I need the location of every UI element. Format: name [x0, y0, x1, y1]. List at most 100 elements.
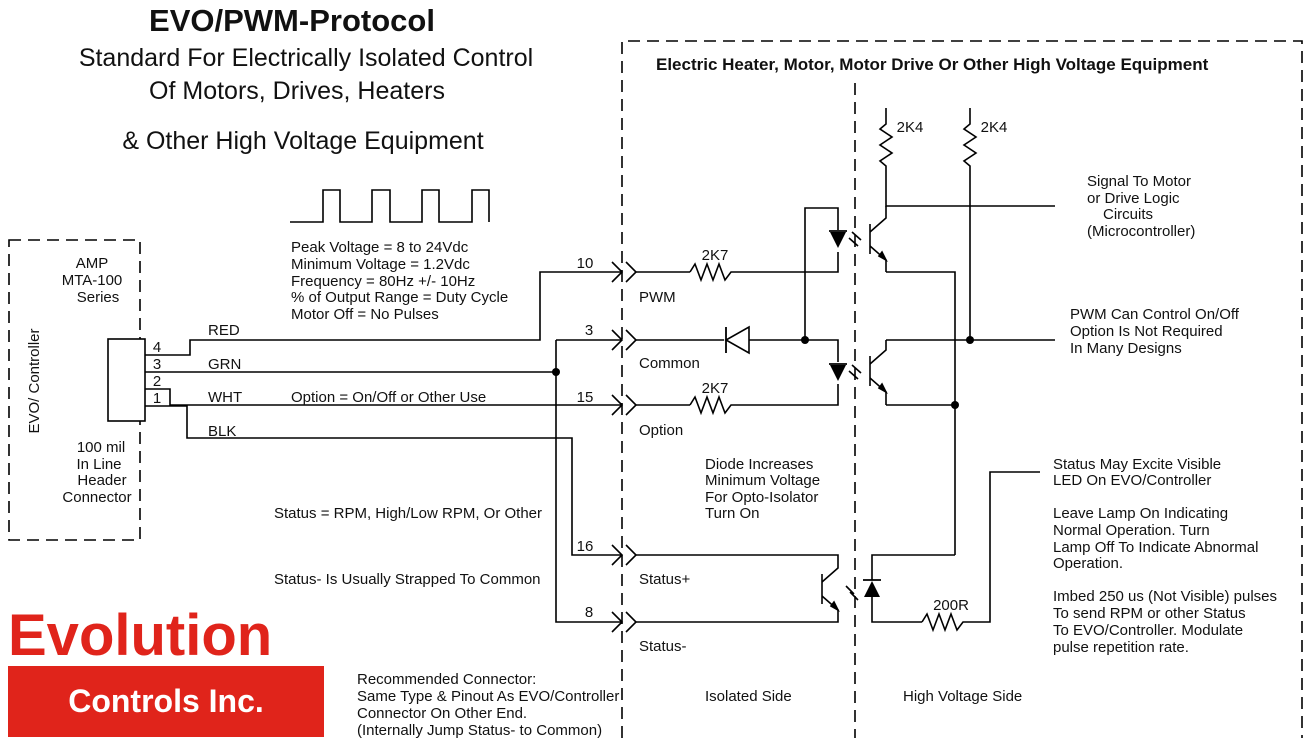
pullup-left-resistor: [878, 108, 1055, 207]
header-connector-block: [107, 338, 146, 422]
controller-header-line-3: Header: [77, 472, 126, 489]
conn-pin-8: 8: [585, 604, 593, 621]
conn-label-option: Option: [639, 422, 683, 439]
resistor-option-label: 2K7: [702, 380, 729, 397]
subtitle-line-1: Standard For Electrically Isolated Contr…: [79, 44, 533, 72]
conn-pin-15: 15: [577, 389, 594, 406]
diode-note-1: Diode Increases: [705, 456, 813, 473]
wire-label-red: RED: [208, 322, 240, 339]
controller-pin-1: 1: [153, 390, 161, 407]
controller-amp-line-3: Series: [77, 289, 120, 306]
wire-red: [145, 271, 622, 356]
resistor-status-label: 200R: [933, 597, 969, 614]
imbed-note-3: To EVO/Controller. Modulate: [1053, 622, 1243, 639]
conn-label-status-plus: Status+: [639, 571, 691, 588]
pwm-onoff-note-2: Option Is Not Required: [1070, 323, 1223, 340]
company-logo: Evolution Controls Inc.: [8, 603, 324, 737]
high-voltage-side-label: High Voltage Side: [903, 688, 1022, 705]
pwm-spec-line-3: Frequency = 80Hz +/- 10Hz: [291, 273, 475, 290]
resistor-icon-option: [689, 384, 839, 416]
subtitle-line-3: & Other High Voltage Equipment: [122, 127, 483, 155]
pwm-spec-line-1: Peak Voltage = 8 to 24Vdc: [291, 239, 469, 256]
pullup-right-label: 2K4: [981, 119, 1008, 136]
signal-note-1: Signal To Motor: [1087, 173, 1191, 190]
wire-label-wht: WHT: [208, 389, 242, 406]
page-title: EVO/PWM-Protocol: [149, 3, 435, 38]
lamp-note-4: Operation.: [1053, 555, 1123, 572]
conn-pin-16: 16: [577, 538, 594, 555]
conn-label-status-minus: Status-: [639, 638, 687, 655]
controller-vertical-label: EVO/ Controller: [26, 328, 43, 433]
diode-note-2: Minimum Voltage: [705, 472, 820, 489]
diode-note-3: For Opto-Isolator: [705, 489, 818, 506]
optocoupler-icon: [829, 230, 862, 248]
equipment-boundary: [621, 40, 1303, 738]
wire-common-bus: [555, 339, 622, 623]
wire-status-led-bottom: [871, 597, 922, 623]
square-wave-icon: [290, 189, 490, 223]
controller-header-line-2: In Line: [76, 456, 121, 473]
status-note: Status = RPM, High/Low RPM, Or Other: [274, 505, 542, 522]
wire-label-blk: BLK: [208, 423, 236, 440]
wire-led2-loop: [805, 339, 839, 362]
phototransistor-upper: [869, 206, 888, 272]
pwm-spec-line-4: % of Output Range = Duty Cycle: [291, 289, 508, 306]
pullup-right-resistor: [962, 108, 978, 340]
diode-note-4: Turn On: [705, 505, 759, 522]
controller-header-line-4: Connector: [62, 489, 131, 506]
controller-pin-2: 2: [153, 373, 161, 390]
connector-note-3: Connector On Other End.: [357, 705, 527, 722]
diode-icon: [724, 325, 750, 355]
resistor-icon: [689, 252, 839, 283]
status-led-note-2: LED On EVO/Controller: [1053, 472, 1211, 489]
equipment-header: Electric Heater, Motor, Motor Drive Or O…: [656, 55, 1209, 74]
optocoupler-icon-2: [829, 363, 862, 381]
wire-status-led-top: [871, 554, 955, 580]
status-minus-note: Status- Is Usually Strapped To Common: [274, 571, 541, 588]
junction-common: [552, 368, 560, 376]
signal-note-4: (Microcontroller): [1087, 223, 1195, 240]
signal-note-3: Circuits: [1103, 206, 1153, 223]
resistor-status: [921, 471, 1040, 633]
pwm-spec-line-2: Minimum Voltage = 1.2Vdc: [291, 256, 470, 273]
status-led-icon: [845, 579, 881, 601]
lamp-note-2: Normal Operation. Turn: [1053, 522, 1210, 539]
logo-line-2: Controls Inc.: [68, 683, 264, 719]
controller-amp-line-2: MTA-100: [62, 272, 123, 289]
controller-box: [8, 239, 141, 541]
connector-note-4: (Internally Jump Status- to Common): [357, 722, 602, 739]
pwm-onoff-note-3: In Many Designs: [1070, 340, 1182, 357]
conn-label-common: Common: [639, 355, 700, 372]
imbed-note-1: Imbed 250 us (Not Visible) pulses: [1053, 588, 1277, 605]
isolated-side-label: Isolated Side: [705, 688, 792, 705]
controller-pin-4: 4: [153, 339, 161, 356]
subtitle-line-2: Of Motors, Drives, Heaters: [149, 77, 445, 105]
wire-upper-emitter: [886, 271, 956, 555]
wire-label-grn: GRN: [208, 356, 241, 373]
conn-label-pwm: PWM: [639, 289, 676, 306]
connector-note-1: Recommended Connector:: [357, 671, 536, 688]
connector-note-2: Same Type & Pinout As EVO/Controller: [357, 688, 619, 705]
wire-led1-loop: [804, 207, 839, 340]
controller-header-line-1: 100 mil: [77, 439, 125, 456]
phototransistor-lower: [869, 340, 888, 405]
resistor-pwm-label: 2K7: [702, 247, 729, 264]
logo-banner: [8, 666, 324, 737]
pullup-left-label: 2K4: [897, 119, 924, 136]
conn-pin-10: 10: [577, 255, 594, 272]
junction-onoff: [966, 336, 974, 344]
logo-line-1: Evolution: [8, 603, 272, 668]
connector-icon: [611, 261, 638, 633]
junction-ground: [951, 401, 959, 409]
conn-pin-3: 3: [585, 322, 593, 339]
pwm-spec-line-5: Motor Off = No Pulses: [291, 306, 439, 323]
controller-pin-3: 3: [153, 356, 161, 373]
wire-wht: [145, 388, 622, 406]
imbed-note-2: To send RPM or other Status: [1053, 605, 1246, 622]
status-phototransistor: [636, 554, 840, 623]
signal-note-2: or Drive Logic: [1087, 190, 1180, 207]
imbed-note-4: pulse repetition rate.: [1053, 639, 1189, 656]
pwm-onoff-note-1: PWM Can Control On/Off: [1070, 306, 1240, 323]
status-led-note-1: Status May Excite Visible: [1053, 456, 1221, 473]
